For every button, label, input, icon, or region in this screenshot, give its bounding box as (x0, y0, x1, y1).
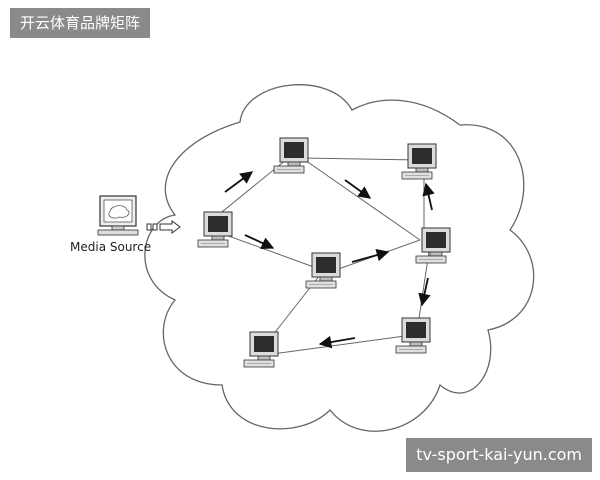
desktop-computer-icon (273, 137, 309, 174)
flow-arrow (351, 248, 390, 263)
desktop-computer-icon (243, 331, 279, 368)
desktop-computer-icon (395, 317, 431, 354)
flow-arrow (344, 179, 372, 199)
flow-arrow (244, 234, 275, 249)
flow-arrow (318, 335, 356, 349)
flow-arrow (224, 171, 254, 193)
brand-title-badge: 开云体育品牌矩阵 (10, 8, 151, 38)
desktop-computer-icon (415, 227, 451, 264)
link-line (301, 157, 421, 161)
monitor-icon (97, 195, 139, 236)
link-line (264, 334, 413, 356)
desktop-computer-icon (305, 252, 341, 289)
flow-arrow (422, 182, 435, 211)
media-source: Media Source (70, 195, 181, 254)
flow-arrow (418, 277, 431, 307)
site-watermark: tv-sport-kai-yun.com (406, 438, 592, 472)
link-line (211, 229, 323, 271)
network-cloud (144, 84, 535, 432)
link-line (211, 154, 293, 221)
media-source-label: Media Source (70, 240, 151, 254)
desktop-computer-icon (401, 143, 437, 180)
desktop-computer-icon (197, 211, 233, 248)
link-line (301, 157, 421, 241)
output-arrow-icon (146, 220, 181, 234)
